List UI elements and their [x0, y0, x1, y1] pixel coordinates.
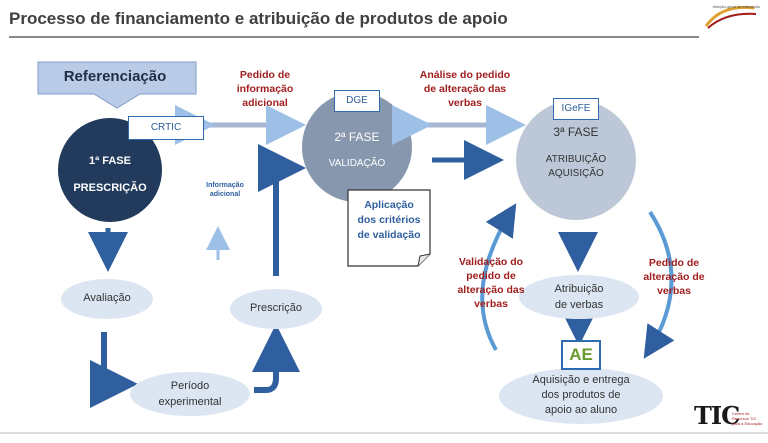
phase2-circle [302, 92, 412, 202]
prescription-oval [230, 289, 322, 329]
phase1-title: 1ª FASE [89, 155, 131, 167]
period-oval [130, 372, 250, 416]
arrow-left-cycle-up [480, 203, 517, 351]
tic-logo: TIC [694, 401, 740, 430]
phase1-subtitle: PRESCRIÇÃO [73, 182, 147, 194]
evaluation-oval [61, 279, 153, 319]
phase1-circle [58, 118, 162, 222]
acquisition-oval [499, 368, 663, 424]
allocation-label-1: Atribuição [554, 283, 604, 295]
arrow-right-cycle-down [643, 210, 675, 359]
evaluation-label: Avaliação [83, 292, 131, 304]
referral-label: Referenciação [63, 68, 167, 85]
allocation-oval [519, 275, 639, 319]
page-title: Processo de financiamento e atribuição d… [9, 9, 508, 28]
phase2-subtitle: VALIDAÇÃO [328, 158, 386, 169]
phase3-subtitle-2: AQUISIÇÃO [548, 168, 604, 179]
period-label-2: experimental [158, 396, 222, 408]
allocation-label-2: de verbas [554, 299, 604, 311]
tic-logo-subtitle: Centro de Recursos TIC para a Educação [732, 411, 763, 426]
logo-text: direção-geral da educação [712, 4, 760, 9]
ae-box: AE [561, 340, 601, 370]
arrow-period-to-prescription [252, 324, 300, 393]
referral-arrow [37, 61, 197, 109]
phase3-title: 3ª FASE [553, 125, 599, 139]
dge-box: DGE [334, 90, 380, 112]
title-underline [9, 36, 699, 38]
igefe-box: IGeFE [553, 98, 599, 120]
phase2-title: 2ª FASE [334, 130, 380, 144]
crtic-box: CRTIC [128, 116, 204, 140]
phase3-subtitle-1: ATRIBUIÇÃO [545, 154, 607, 165]
bottom-divider [0, 432, 768, 434]
prescription-label: Prescrição [250, 302, 302, 314]
arrow-evaluation-to-period [90, 332, 138, 408]
dge-logo [704, 5, 757, 29]
period-label-1: Período [170, 380, 210, 392]
arrow-prescription-to-phase2 [258, 144, 306, 276]
phase3-circle [516, 100, 636, 220]
